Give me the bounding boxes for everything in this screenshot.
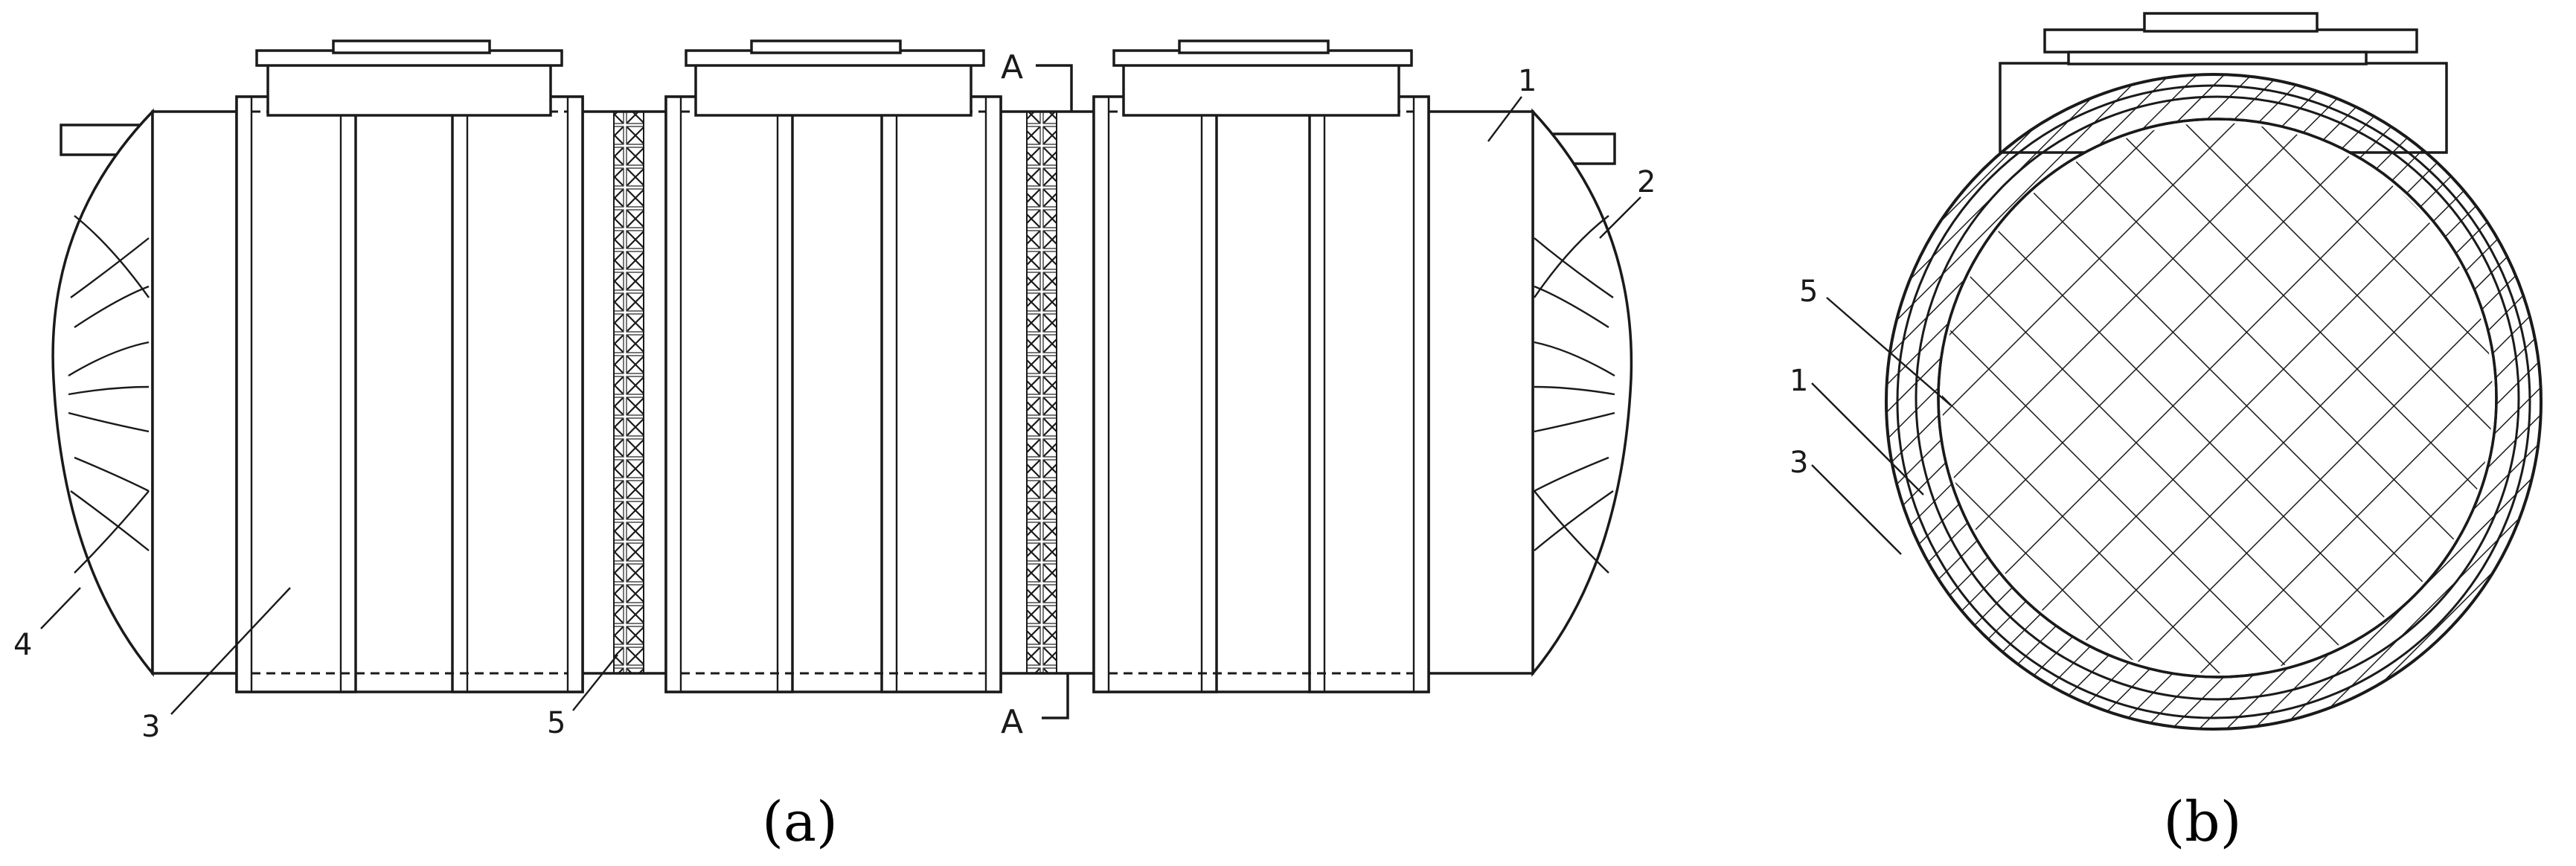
left-cap-ribs — [68, 215, 150, 574]
compartment-1 — [235, 39, 584, 693]
outer-ring-line — [1896, 84, 2531, 719]
flange-plate — [2043, 28, 2418, 54]
callout-1: 1 — [1518, 64, 1537, 98]
leader-b-1 — [1811, 382, 1924, 495]
section-label-top: A — [1001, 48, 1023, 86]
access-shaft-top — [2067, 51, 2368, 65]
section-label-bottom: A — [1001, 703, 1023, 741]
leader-b-5 — [1826, 297, 1952, 406]
manhole-collar-1 — [266, 62, 552, 117]
flange-cap — [2143, 12, 2319, 33]
right-cap-ribs — [1534, 215, 1615, 574]
inner-mesh-pattern — [1942, 123, 2493, 673]
compartment-2 — [664, 39, 1002, 693]
caption-a: (a) — [762, 790, 838, 854]
callout-b-3: 3 — [1790, 446, 1808, 480]
callout-3: 3 — [141, 710, 160, 744]
callout-b-1: 1 — [1790, 364, 1808, 398]
section-mark-top: A — [1001, 48, 1073, 112]
panel-b-cross-section: 5 1 3 (b) — [1790, 12, 2543, 854]
leader-4 — [40, 587, 81, 629]
callout-2: 2 — [1637, 165, 1656, 199]
leader-2 — [1599, 196, 1641, 239]
lattice-strip-1 — [613, 111, 644, 674]
manhole-cap-3 — [1178, 39, 1330, 54]
manhole-cap-2 — [750, 39, 902, 54]
manhole-collar-2 — [694, 62, 973, 117]
leader-1 — [1487, 96, 1522, 142]
section-mark-bottom: A — [1001, 673, 1069, 741]
caption-b: (b) — [2163, 790, 2241, 854]
end-cap-left — [51, 108, 154, 677]
leader-5 — [572, 654, 618, 711]
inner-ring-line — [1915, 95, 2520, 701]
lattice-strip-2 — [1026, 111, 1057, 674]
callout-5: 5 — [547, 706, 565, 740]
panel-a-side-view: A A 1 2 3 4 5 (a) — [13, 39, 1656, 854]
manhole-cap-1 — [332, 39, 491, 54]
leader-3 — [170, 587, 291, 715]
callout-b-5: 5 — [1799, 275, 1818, 309]
compartment-3 — [1092, 39, 1430, 693]
callout-4: 4 — [13, 628, 32, 662]
end-cap-right — [1531, 108, 1633, 677]
manhole-collar-3 — [1122, 62, 1400, 117]
leader-b-3 — [1811, 464, 1902, 555]
